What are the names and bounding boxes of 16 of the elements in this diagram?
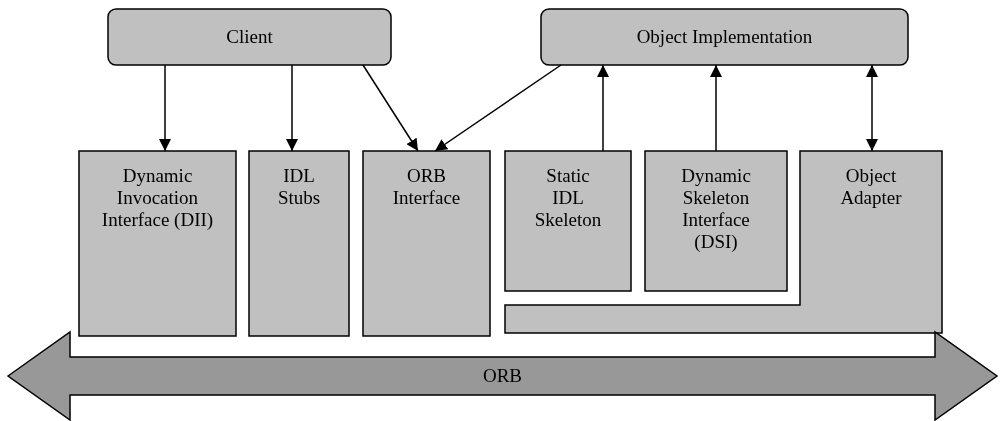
arrow xyxy=(710,64,722,152)
node-label: Object Adapter xyxy=(839,165,903,209)
arrow xyxy=(866,64,878,152)
node-label: IDL Stubs xyxy=(276,165,322,209)
node-label: Object Implementation xyxy=(635,26,814,48)
node-label: Dynamic Invocation Interface (DII) xyxy=(100,165,215,231)
arrow xyxy=(434,64,562,152)
node-label: Dynamic Skeleton Interface (DSI) xyxy=(680,165,752,253)
node-label: ORB xyxy=(481,365,524,387)
arrow xyxy=(286,64,298,152)
node-label: Client xyxy=(225,26,274,48)
arrow xyxy=(159,64,171,152)
node-label: ORB Interface xyxy=(391,165,462,209)
arrow xyxy=(597,64,609,152)
node-label: Static IDL Skeleton xyxy=(533,165,603,231)
arrow xyxy=(362,64,419,152)
